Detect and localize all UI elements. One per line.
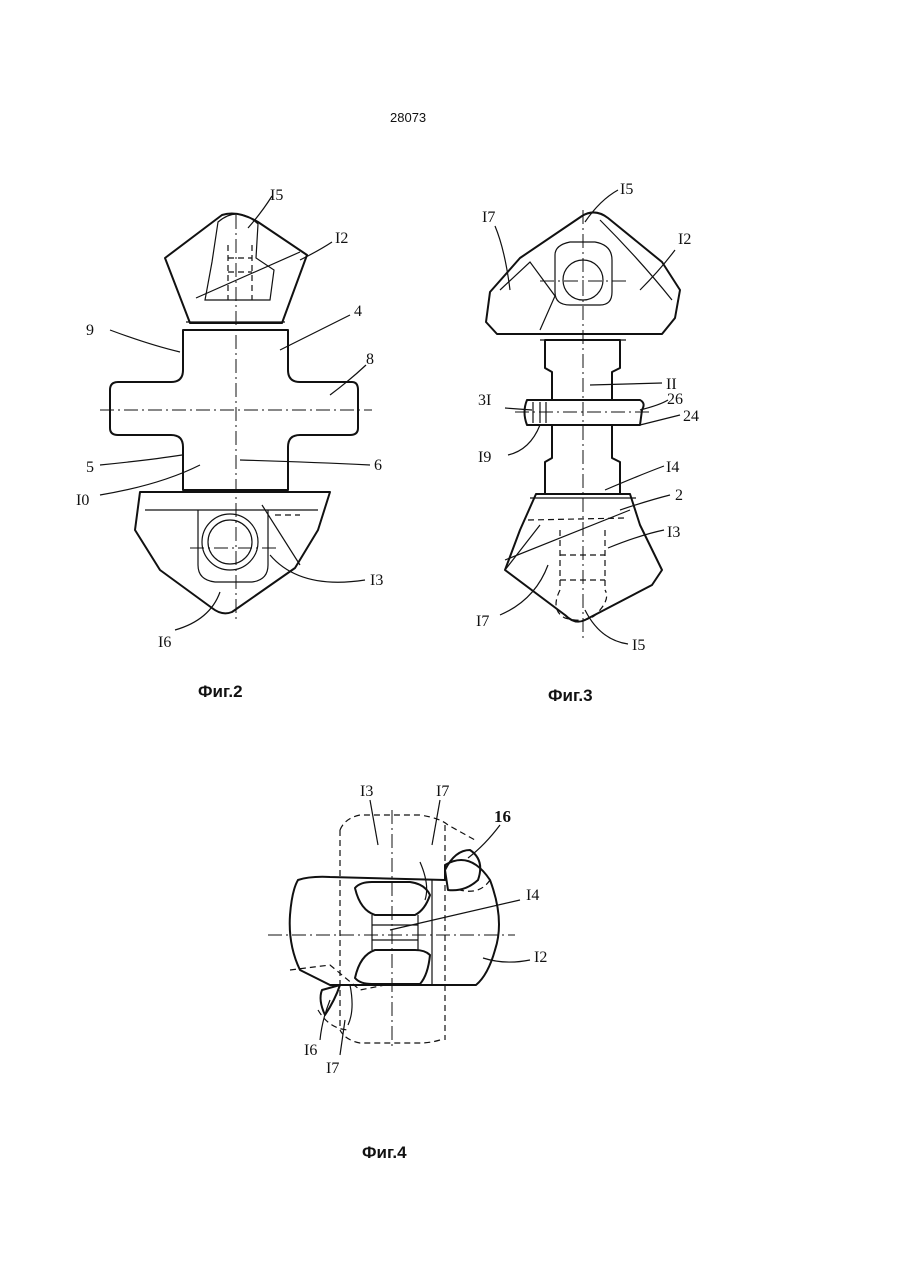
fig2-label-12: I2 <box>335 230 348 247</box>
page-number: 28073 <box>390 110 426 125</box>
fig4-label-17-top: I7 <box>436 783 449 800</box>
fig4-label-17-bottom: I7 <box>326 1060 339 1077</box>
fig4-caption: Фиг.4 <box>362 1143 407 1162</box>
fig2-label-16: I6 <box>158 634 171 651</box>
fig2-label-15: I5 <box>270 187 283 204</box>
fig3-label-17-top: I7 <box>482 209 495 226</box>
fig3-label-24: 24 <box>683 408 699 425</box>
fig4-label-12: I2 <box>534 949 547 966</box>
fig2-label-4: 4 <box>354 303 362 320</box>
fig4-label-14: I4 <box>526 887 539 904</box>
fig3-label-26: 26 <box>667 391 683 408</box>
fig3-label-15-top: I5 <box>620 181 633 198</box>
figure-2-drawing: I5 I2 9 4 8 5 6 I0 I3 I6 Фиг.2 <box>76 187 383 701</box>
fig4-label-16-bold: 16 <box>494 807 511 826</box>
fig3-label-31: 3I <box>478 392 491 409</box>
fig3-label-12: I2 <box>678 231 691 248</box>
fig2-label-8: 8 <box>366 351 374 368</box>
figure-3-drawing: I5 I7 I2 II 3I 26 24 I9 I4 2 I3 I7 I5 Фи… <box>476 181 699 705</box>
fig2-label-6: 6 <box>374 457 382 474</box>
fig3-label-14: I4 <box>666 459 679 476</box>
fig2-label-10: I0 <box>76 492 89 509</box>
figure-4-drawing: I3 I7 16 I4 I2 I6 I7 Фиг.4 <box>268 783 547 1162</box>
fig2-label-13: I3 <box>370 572 383 589</box>
fig2-label-9: 9 <box>86 322 94 339</box>
fig2-caption: Фиг.2 <box>198 682 243 701</box>
fig2-label-5: 5 <box>86 459 94 476</box>
fig3-label-15-bottom: I5 <box>632 637 645 654</box>
fig3-caption: Фиг.3 <box>548 686 593 705</box>
fig3-label-19: I9 <box>478 449 491 466</box>
fig3-label-13: I3 <box>667 524 680 541</box>
fig3-label-17-bottom: I7 <box>476 613 489 630</box>
fig4-label-16: I6 <box>304 1042 317 1059</box>
fig4-label-13: I3 <box>360 783 373 800</box>
fig3-label-2: 2 <box>675 487 683 504</box>
